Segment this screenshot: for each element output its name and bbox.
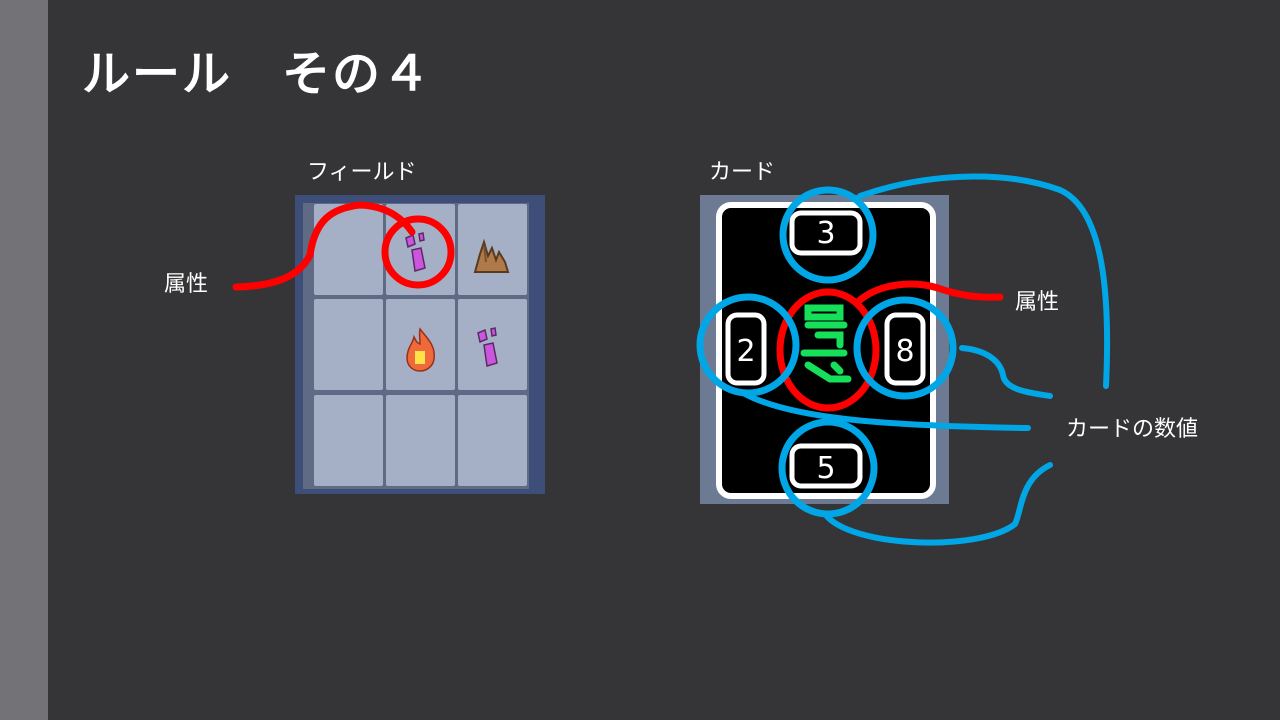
card-value-right: 8 <box>895 334 914 369</box>
field-cell[interactable] <box>314 395 383 486</box>
field-cell[interactable] <box>458 204 527 295</box>
card-values-label: カードの数値 <box>1066 417 1199 442</box>
field-cell[interactable] <box>314 204 383 295</box>
fire-icon <box>406 327 435 372</box>
rock-icon <box>473 238 510 273</box>
field-label: フィールド <box>307 160 417 185</box>
field-cell[interactable] <box>386 395 455 486</box>
field-cell[interactable] <box>386 299 455 390</box>
crystal-icon <box>477 327 498 367</box>
attribute-label-left: 属性 <box>164 272 209 297</box>
field-cell[interactable] <box>458 299 527 390</box>
field-cell[interactable] <box>386 204 455 295</box>
card-value-bottom: 5 <box>816 451 835 486</box>
value-connector-right <box>959 345 1053 399</box>
attribute-label-right: 属性 <box>1015 290 1060 315</box>
card[interactable]: 3 2 8 5 <box>700 195 949 504</box>
card-label: カード <box>709 160 776 185</box>
card-value-top: 3 <box>816 216 835 251</box>
side-bar <box>0 0 48 720</box>
crystal-icon <box>405 232 426 272</box>
slide-title: ルール その４ <box>82 46 433 102</box>
field-cell[interactable] <box>458 395 527 486</box>
card-value-left: 2 <box>736 334 755 369</box>
card-backdrop: 3 2 8 5 <box>700 195 949 504</box>
field-cell[interactable] <box>314 299 383 390</box>
field-grid <box>295 195 545 494</box>
